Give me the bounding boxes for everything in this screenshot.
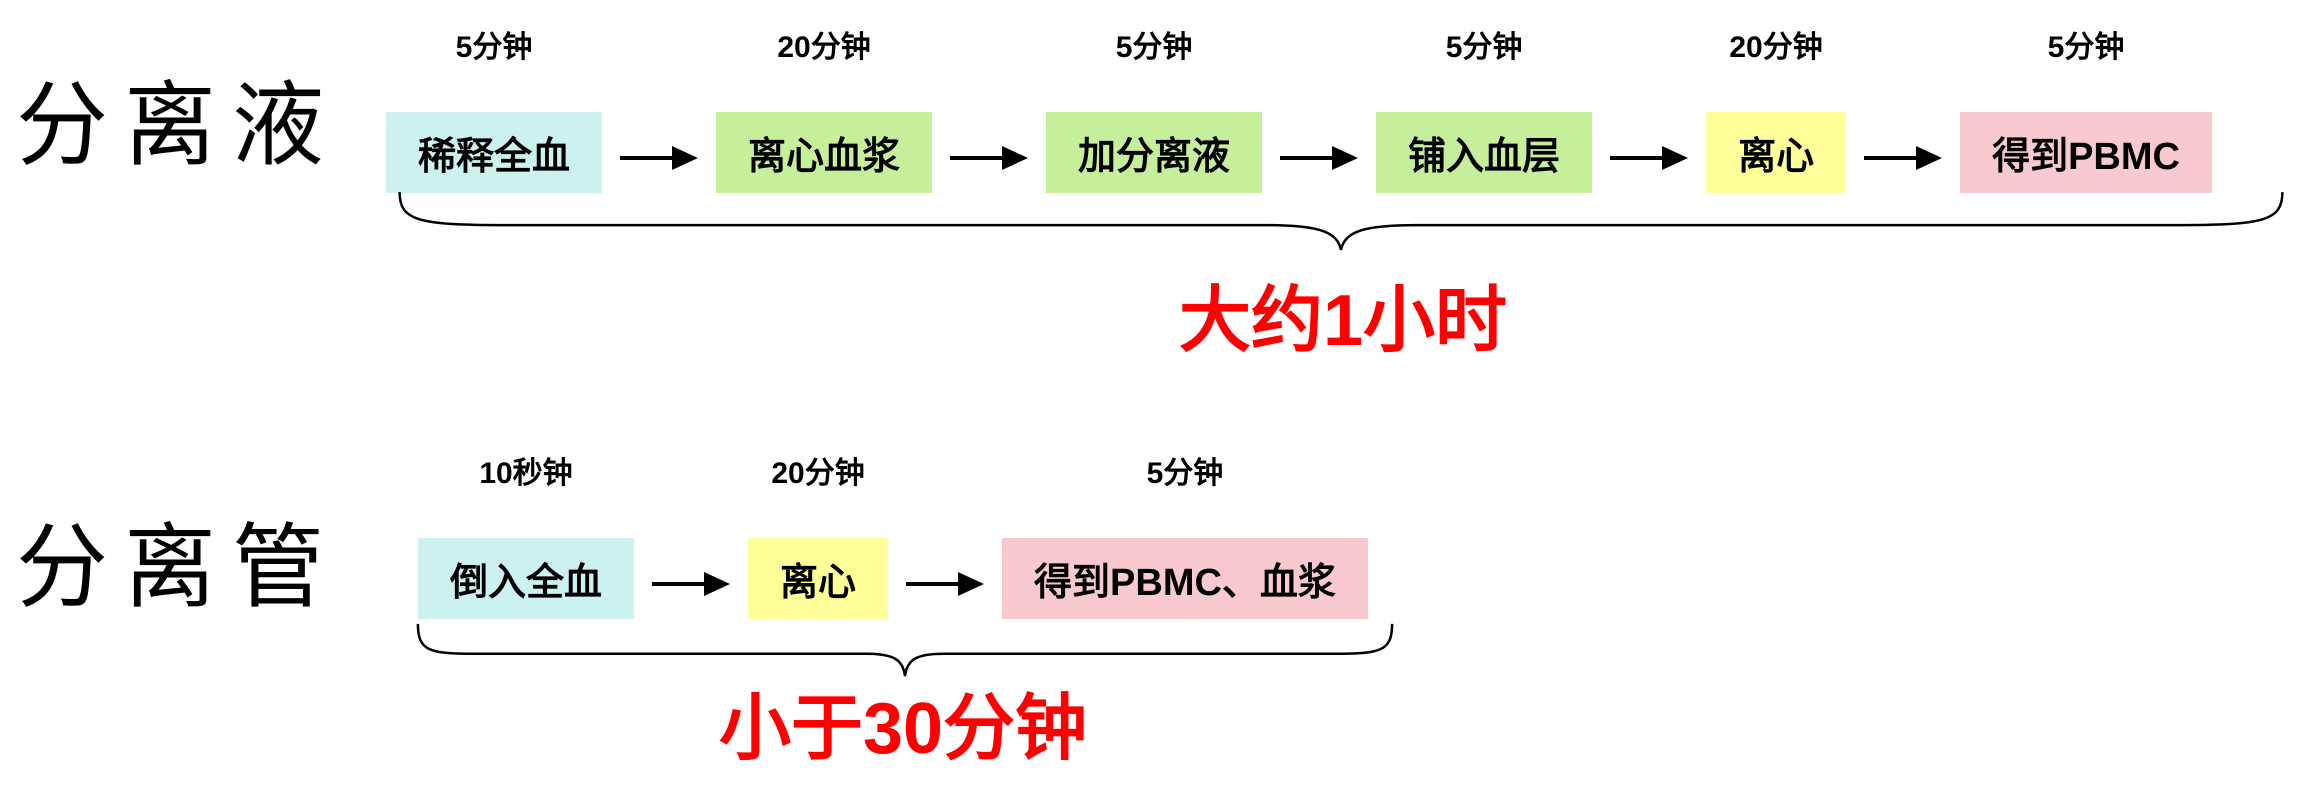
total-time-row2: 小于30分钟 [718, 689, 1088, 769]
arrow-head-icon [1332, 146, 1359, 170]
row2-label: 分离管 [16, 517, 341, 619]
step-box: 得到PBMC [1960, 112, 2212, 193]
arrow-head-icon [1002, 146, 1029, 170]
step-box: 离心血浆 [716, 112, 933, 193]
flow-step: 5分钟 得到PBMC [1960, 22, 2212, 193]
flow-step: 5分钟 加分离液 [1046, 22, 1263, 193]
arrow-head-icon [958, 572, 985, 596]
arrow-head-icon [1916, 146, 1943, 170]
arrow-shaft [1280, 156, 1333, 160]
step-time: 5分钟 [1445, 31, 1523, 64]
step-box: 离心 [748, 538, 889, 619]
arrow-head-icon [1662, 146, 1689, 170]
flow-step: 20分钟 离心 [1706, 22, 1847, 193]
flow-step: 10秒钟 倒入全血 [418, 448, 635, 619]
arrow-shaft [1610, 156, 1663, 160]
flow-step: 20分钟 离心血浆 [716, 22, 933, 193]
step-box: 铺入血层 [1376, 112, 1593, 193]
step-box: 倒入全血 [418, 538, 635, 619]
flow-step: 5分钟 稀释全血 [386, 22, 603, 193]
flow-arrow [652, 572, 731, 596]
arrow-shaft [906, 582, 959, 586]
flow-step: 20分钟 离心 [748, 448, 889, 619]
flow-step: 5分钟 铺入血层 [1376, 22, 1593, 193]
flow-arrow [620, 146, 699, 170]
step-time: 5分钟 [1146, 457, 1224, 490]
row1-label: 分离液 [16, 75, 341, 177]
flow-arrow [1610, 146, 1689, 170]
arrow-shaft [620, 156, 673, 160]
step-box: 稀释全血 [386, 112, 603, 193]
arrow-shaft [950, 156, 1003, 160]
flow-arrow [950, 146, 1029, 170]
total-time-row1: 大约1小时 [1178, 281, 1508, 361]
brace-row2 [414, 622, 1396, 678]
flow-arrow [906, 572, 985, 596]
arrow-shaft [1864, 156, 1917, 160]
arrow-head-icon [704, 572, 731, 596]
flow-step: 5分钟 得到PBMC、血浆 [1002, 448, 1368, 619]
arrow-head-icon [672, 146, 699, 170]
row2-flow: 10秒钟 倒入全血 20分钟 离心 5分钟 得到PBMC、血浆 [418, 448, 1368, 619]
step-time: 10秒钟 [479, 457, 573, 490]
step-time: 5分钟 [2047, 31, 2125, 64]
flow-arrow [1864, 146, 1943, 170]
step-time: 20分钟 [1729, 31, 1823, 64]
step-time: 5分钟 [455, 31, 533, 64]
row1-flow: 5分钟 稀释全血 20分钟 离心血浆 5分钟 加分离液 5分钟 铺入血层 [386, 22, 2212, 193]
step-time: 20分钟 [777, 31, 871, 64]
step-time: 5分钟 [1115, 31, 1193, 64]
step-box: 加分离液 [1046, 112, 1263, 193]
brace-row1 [392, 190, 2290, 252]
step-box: 得到PBMC、血浆 [1002, 538, 1368, 619]
step-box: 离心 [1706, 112, 1847, 193]
step-time: 20分钟 [771, 457, 865, 490]
arrow-shaft [652, 582, 705, 586]
flow-arrow [1280, 146, 1359, 170]
